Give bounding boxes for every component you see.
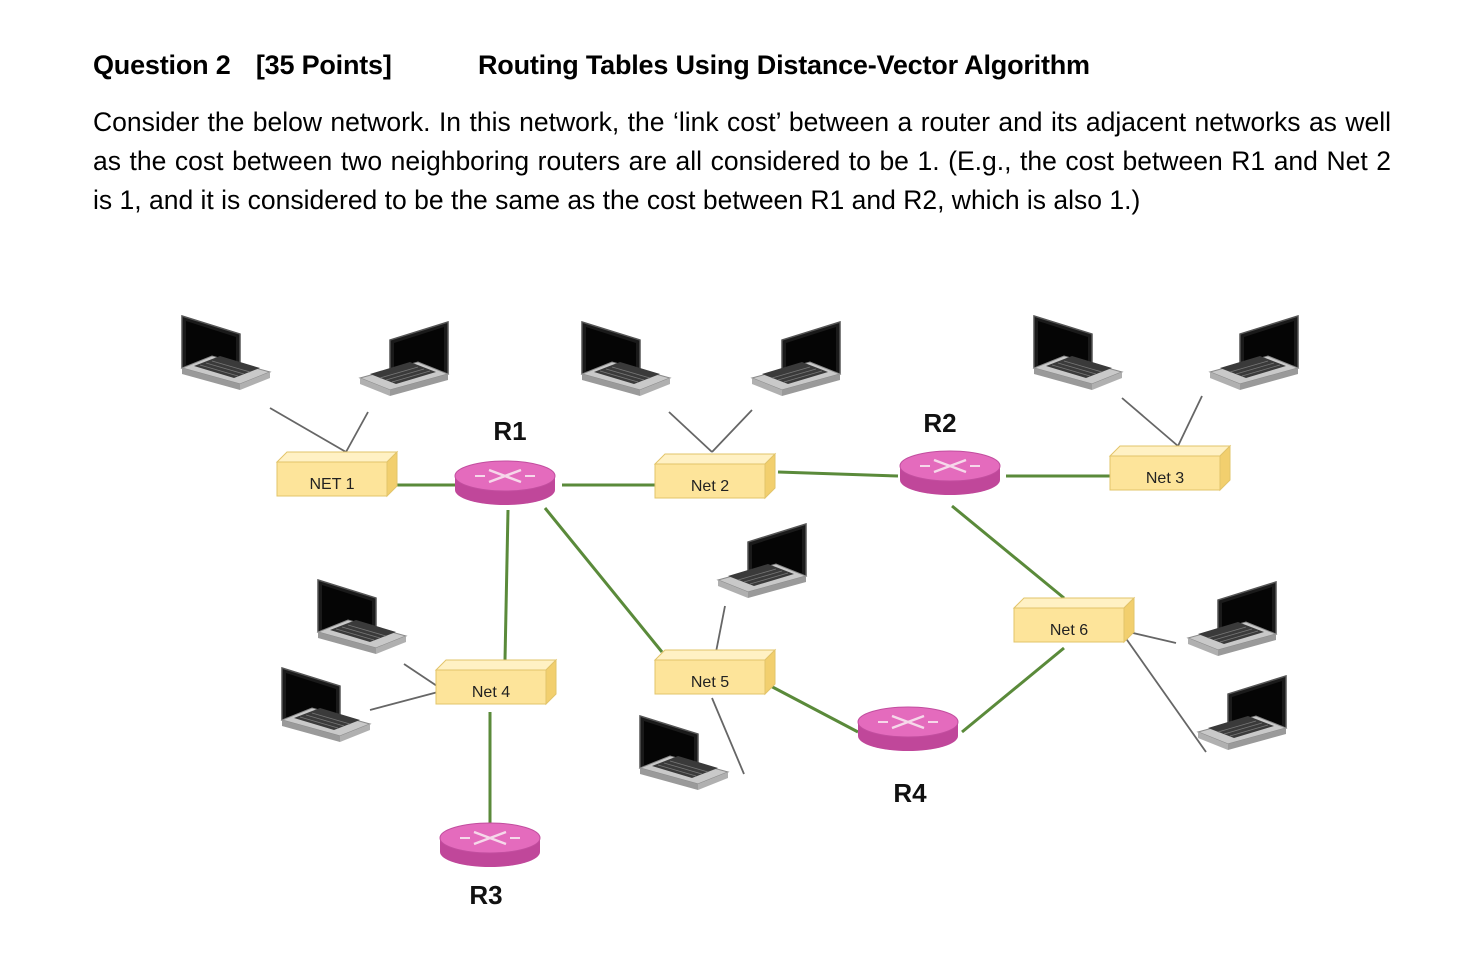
laptop-icon	[717, 523, 807, 599]
network-net1: NET 1	[276, 451, 398, 497]
network-label: Net 5	[691, 674, 729, 691]
question-points: [35 Points]	[255, 50, 392, 80]
laptop-icon	[281, 667, 371, 743]
router-r3: R3	[438, 821, 542, 910]
router-icon	[438, 821, 542, 869]
network-label: Net 6	[1050, 622, 1088, 639]
router-r2: R2	[898, 408, 1002, 497]
laptop-icon	[581, 321, 671, 397]
laptop-icon	[1209, 315, 1299, 391]
laptop-icon	[751, 321, 841, 397]
network-label: NET 1	[309, 476, 354, 493]
laptop-icon	[1197, 675, 1287, 751]
network-net6: Net 6	[1013, 597, 1135, 643]
network-label: Net 3	[1146, 470, 1184, 487]
network-label: Net 2	[691, 478, 729, 495]
laptop-icon	[1033, 315, 1123, 391]
router-label: R4	[893, 778, 927, 808]
network-net3: Net 3	[1109, 445, 1231, 491]
router-icon	[856, 705, 960, 753]
laptop-icon	[639, 715, 729, 791]
router-icon	[898, 449, 1002, 497]
router-icon	[453, 459, 557, 507]
laptop-icon	[359, 321, 449, 397]
question-paragraph: Consider the below network. In this netw…	[93, 107, 1391, 215]
network-label: Net 4	[472, 684, 510, 701]
router-label: R3	[469, 880, 502, 910]
network-net5: Net 5	[654, 649, 776, 695]
question-heading: Question 2 [35 Points] Routing Tables Us…	[93, 50, 1090, 81]
network-net2: Net 2	[654, 453, 776, 499]
network-net4: Net 4	[435, 659, 557, 705]
question-number: Question 2	[93, 50, 231, 80]
network-links	[395, 470, 1110, 826]
router-r1: R1	[453, 416, 557, 507]
host-laptops	[181, 315, 1299, 791]
laptop-icon	[181, 315, 271, 391]
question-title: Routing Tables Using Distance-Vector Alg…	[478, 50, 1090, 80]
laptop-icon	[1187, 581, 1277, 657]
laptop-icon	[317, 579, 407, 655]
router-label: R1	[493, 416, 526, 446]
router-label: R2	[923, 408, 956, 438]
router-r4: R4	[856, 705, 960, 808]
